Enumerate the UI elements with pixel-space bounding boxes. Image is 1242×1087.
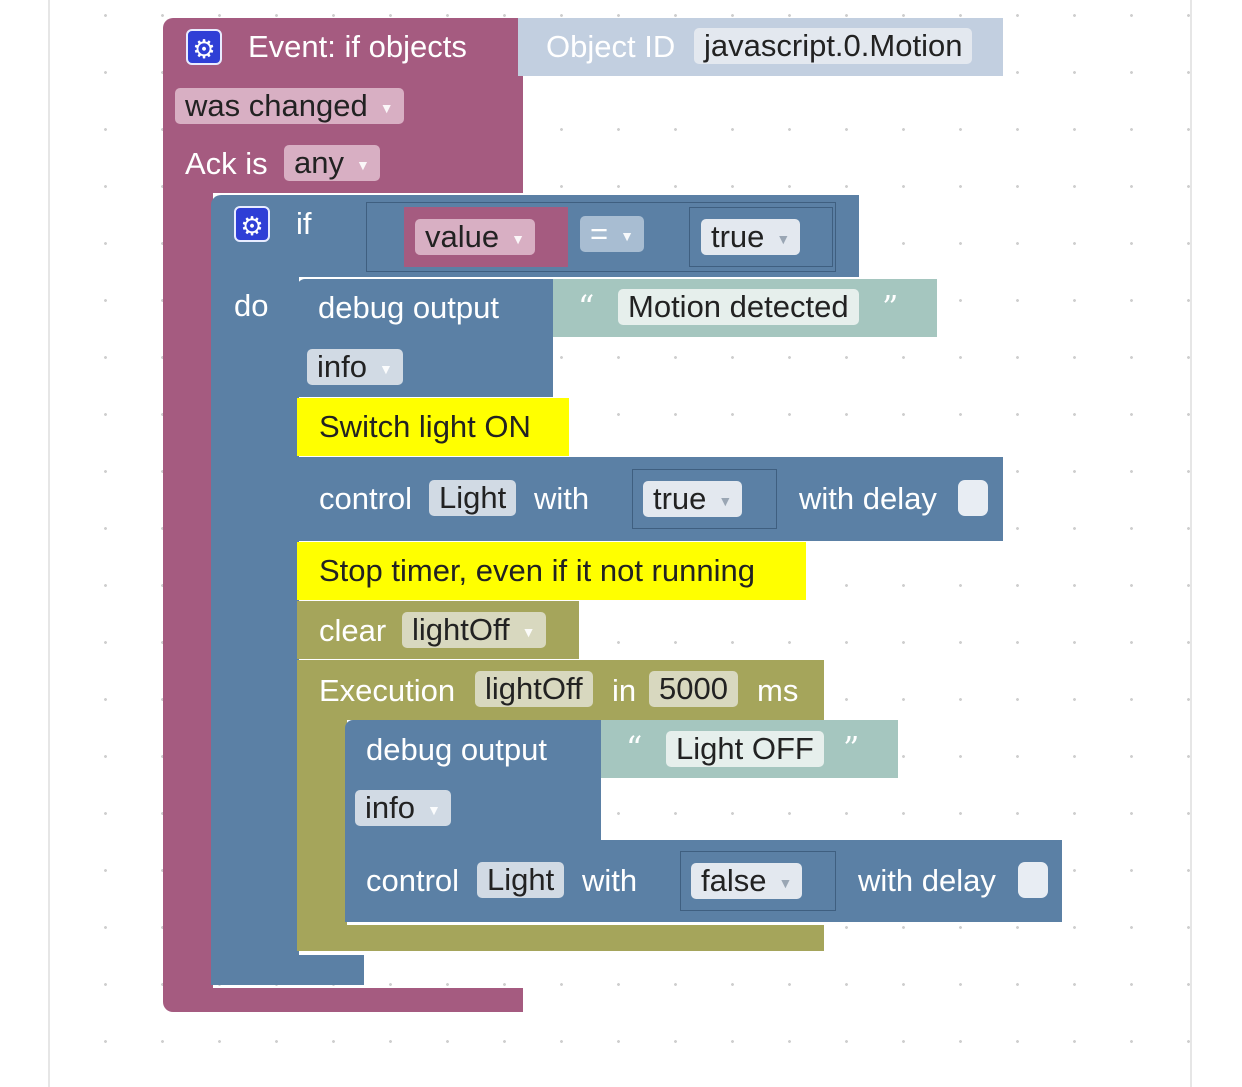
control-label: control bbox=[319, 481, 413, 516]
dropdown-arrow-icon: ▼ bbox=[378, 360, 393, 377]
event-block-spine bbox=[163, 190, 213, 990]
false-value-text: false bbox=[701, 863, 767, 898]
true-value-dropdown[interactable]: true ▼ bbox=[643, 481, 743, 517]
comment-text: Stop timer, even if it not running bbox=[319, 553, 755, 588]
with-label: with bbox=[582, 863, 638, 898]
gear-icon[interactable]: ⚙ bbox=[234, 206, 270, 242]
clear-timer-dropdown[interactable]: lightOff ▼ bbox=[402, 612, 546, 648]
clear-timer-value: lightOff bbox=[412, 612, 510, 647]
execution-label: Execution bbox=[319, 673, 456, 708]
dropdown-arrow-icon: ▼ bbox=[426, 801, 441, 818]
with-delay-label: with delay bbox=[799, 481, 937, 516]
close-quote-icon: ” bbox=[843, 729, 860, 767]
execution-block-footer bbox=[297, 925, 824, 951]
comment-block[interactable] bbox=[297, 398, 569, 456]
log-level-value: info bbox=[317, 349, 367, 384]
clear-label: clear bbox=[319, 613, 387, 648]
close-quote-icon: ” bbox=[882, 288, 899, 326]
value-text: value bbox=[425, 219, 500, 254]
dropdown-arrow-icon: ▼ bbox=[776, 230, 791, 247]
operator-dropdown[interactable]: =▼ bbox=[580, 216, 644, 252]
control-label: control bbox=[366, 863, 460, 898]
dropdown-arrow-icon: ▼ bbox=[521, 623, 536, 640]
in-label: in bbox=[612, 673, 637, 708]
debug-output-label: debug output bbox=[366, 732, 548, 767]
do-label: do bbox=[234, 288, 269, 323]
ack-dropdown[interactable]: any ▼ bbox=[284, 145, 380, 181]
delay-checkbox[interactable] bbox=[958, 480, 988, 516]
with-delay-label: with delay bbox=[858, 863, 996, 898]
ack-label: Ack is bbox=[185, 146, 268, 181]
value-dropdown[interactable]: value ▼ bbox=[415, 219, 535, 255]
if-block-footer bbox=[211, 955, 364, 985]
gear-icon[interactable]: ⚙ bbox=[186, 29, 222, 65]
dropdown-arrow-icon: ▼ bbox=[620, 227, 634, 244]
if-label: if bbox=[296, 206, 312, 241]
object-id-label: Object ID bbox=[546, 29, 676, 64]
dropdown-arrow-icon: ▼ bbox=[778, 874, 793, 891]
with-label: with bbox=[534, 481, 590, 516]
log-level-value: info bbox=[365, 790, 415, 825]
object-id-field[interactable]: javascript.0.Motion bbox=[694, 28, 973, 64]
comment-text: Switch light ON bbox=[319, 409, 531, 444]
execution-block-spine bbox=[297, 718, 347, 938]
trigger-value: was changed bbox=[185, 88, 368, 123]
dropdown-arrow-icon: ▼ bbox=[379, 99, 394, 116]
trigger-dropdown[interactable]: was changed ▼ bbox=[175, 88, 404, 124]
dropdown-arrow-icon: ▼ bbox=[718, 492, 733, 509]
if-block-spine bbox=[211, 275, 299, 985]
open-quote-icon: “ bbox=[626, 729, 643, 767]
event-block-footer bbox=[163, 988, 523, 1012]
debug-text-field[interactable]: Light OFF bbox=[666, 731, 824, 767]
operator-text: = bbox=[590, 216, 609, 251]
ms-label: ms bbox=[757, 673, 799, 708]
dropdown-arrow-icon: ▼ bbox=[355, 156, 370, 173]
ack-value: any bbox=[294, 145, 344, 180]
debug-output-label: debug output bbox=[318, 290, 500, 325]
log-level-dropdown[interactable]: info ▼ bbox=[355, 790, 451, 826]
open-quote-icon: “ bbox=[578, 288, 595, 326]
control-object-field[interactable]: Light bbox=[429, 480, 517, 516]
event-title: Event: if objects bbox=[248, 29, 467, 64]
true-text: true bbox=[711, 219, 765, 254]
delay-checkbox[interactable] bbox=[1018, 862, 1048, 898]
execution-timer-field[interactable]: lightOff bbox=[475, 671, 593, 707]
debug-text-field[interactable]: Motion detected bbox=[618, 289, 859, 325]
dropdown-arrow-icon: ▼ bbox=[511, 230, 525, 247]
control-object-field[interactable]: Light bbox=[477, 862, 565, 898]
true-dropdown[interactable]: true ▼ bbox=[701, 219, 801, 255]
true-value-text: true bbox=[653, 481, 707, 516]
ms-value-field[interactable]: 5000 bbox=[649, 671, 738, 707]
false-value-dropdown[interactable]: false ▼ bbox=[691, 863, 803, 899]
log-level-dropdown[interactable]: info ▼ bbox=[307, 349, 403, 385]
comment-block[interactable] bbox=[297, 542, 806, 600]
